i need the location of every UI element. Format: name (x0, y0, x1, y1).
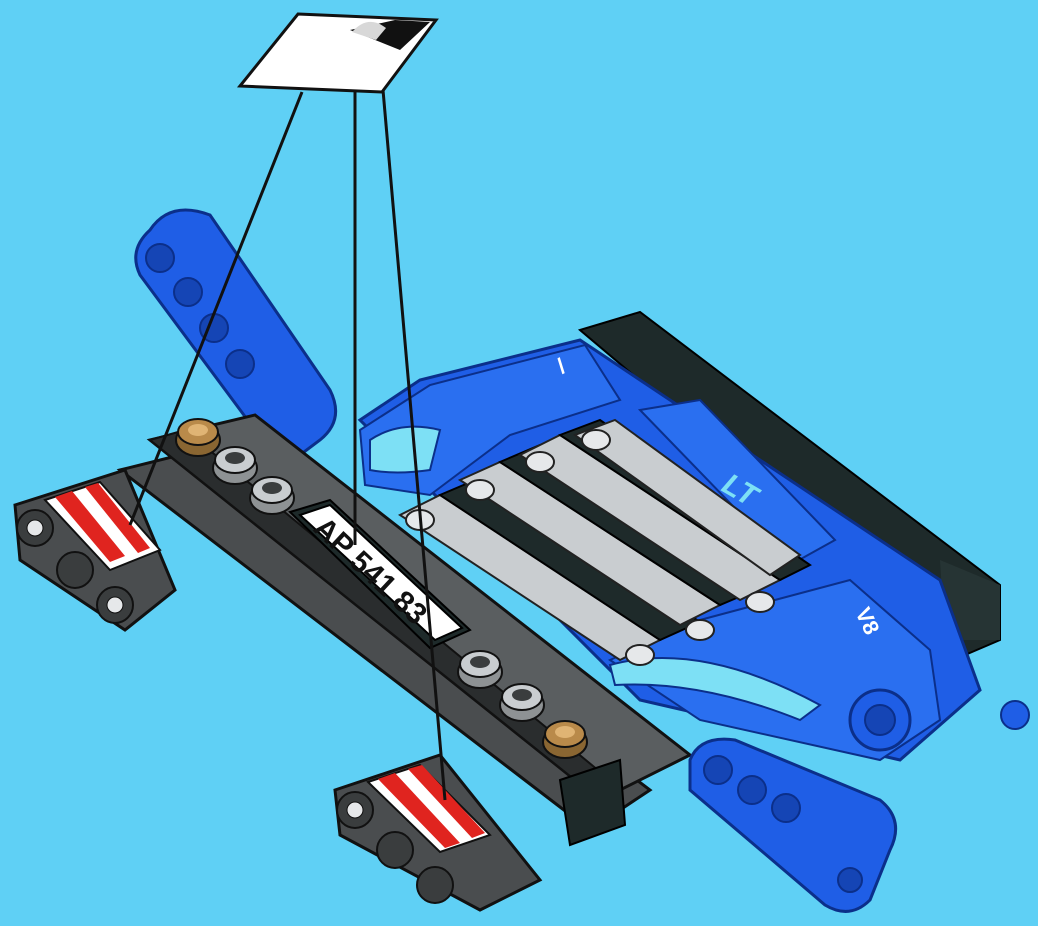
tan-stud (176, 419, 220, 456)
gray-stud (458, 651, 502, 688)
gray-stud (500, 684, 544, 721)
gray-stud (213, 447, 257, 484)
blue-liftarm-right (690, 739, 896, 911)
gray-stud (250, 477, 294, 514)
sticker-callout-icon (240, 14, 436, 92)
tan-stud (543, 721, 587, 758)
